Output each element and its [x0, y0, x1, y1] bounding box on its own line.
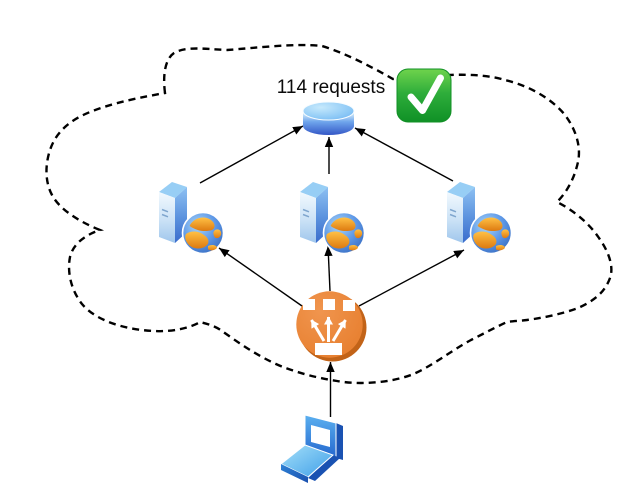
- load-balancer-icon: [296, 291, 367, 362]
- server-globe-icon-1: [158, 181, 225, 255]
- laptop-icon: [280, 414, 343, 483]
- edge-server-3-to-database: [354, 127, 454, 182]
- requests-label: 114 requests: [277, 77, 385, 98]
- edge-load-balancer-to-server-1: [218, 247, 303, 307]
- server-globe-icon-3: [446, 181, 513, 255]
- database-cylinder-icon: [302, 101, 355, 135]
- edge-load-balancer-to-server-3: [358, 249, 465, 307]
- edge-server-1-to-database: [199, 125, 304, 184]
- edge-load-balancer-to-server-2: [324, 245, 333, 292]
- check-mark-icon: [396, 68, 452, 123]
- server-globe-icon-2: [299, 181, 366, 255]
- edges: [199, 125, 465, 417]
